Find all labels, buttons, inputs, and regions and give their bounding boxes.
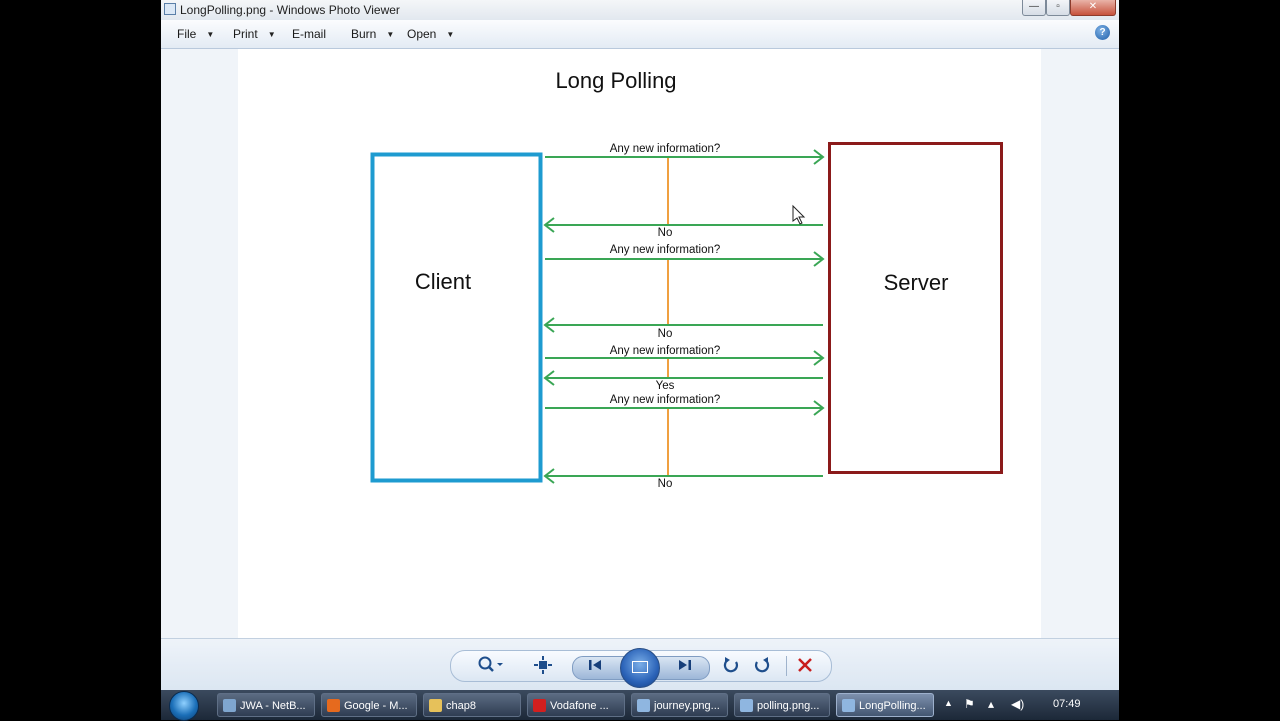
magnifier-icon [478,656,503,672]
chevron-down-icon: ▼ [206,30,215,39]
taskbar-app-icon [429,699,442,712]
minimize-button[interactable]: — [1022,0,1046,16]
response-arrowhead-icon [543,217,555,233]
diagram-title: Long Polling [555,68,676,93]
taskbar-app-icon [327,699,340,712]
long-polling-diagram: Long Polling Client Server Any new infor… [370,68,1003,490]
request-arrowhead-icon [813,350,825,366]
viewer-toolbar [161,638,1119,690]
menu-file[interactable]: File ▼ [177,27,214,41]
rotate-clockwise-button[interactable] [753,655,771,675]
taskbar-button[interactable]: LongPolling... [836,693,934,717]
taskbar-button[interactable]: JWA - NetB... [217,693,315,717]
response-label: No [658,478,673,490]
tray-expand-icon[interactable]: ▲ [944,698,953,708]
response-arrowhead-icon [543,370,555,386]
volume-icon[interactable]: ◀) [1011,697,1025,711]
server-box [828,142,1003,474]
menu-burn-label: Burn [351,27,377,41]
menu-open-label: Open [407,27,437,41]
response-arrowhead-icon [543,317,555,333]
menu-print-label: Print [233,27,258,41]
menu-bar: File ▼ Print ▼ E-mail Burn ▼ Open ▼ ? [161,20,1119,49]
delete-button[interactable] [795,655,815,675]
help-icon[interactable]: ? [1095,25,1110,40]
taskbar-app-icon [223,699,236,712]
taskbar-app-icon [637,699,650,712]
request-label: Any new information? [610,394,721,406]
window-title: LongPolling.png - Windows Photo Viewer [180,3,400,17]
server-label: Server [884,270,949,295]
taskbar-app-icon [533,699,546,712]
menu-email[interactable]: E-mail [292,27,326,41]
actual-size-icon [534,656,552,674]
menu-print[interactable]: Print ▼ [233,27,276,41]
taskbar-button-label: Google - M... [344,700,408,712]
zoom-button[interactable] [477,655,505,675]
taskbar-button[interactable]: Google - M... [321,693,417,717]
request-label: Any new information? [610,345,721,357]
slideshow-button[interactable] [620,648,660,688]
rotate-counterclockwise-icon [723,657,739,673]
close-button[interactable]: ✕ [1070,0,1116,16]
chevron-down-icon: ▼ [446,30,455,39]
taskbar-app-icon [842,699,855,712]
network-icon[interactable]: ▴ [988,697,995,711]
request-label: Any new information? [610,143,721,155]
request-arrowhead-icon [813,251,825,267]
response-arrowhead-icon [543,468,555,484]
system-clock[interactable]: 07:49 [1053,698,1081,710]
menu-burn[interactable]: Burn ▼ [351,27,394,41]
next-icon [679,660,691,670]
photo-viewer-app-icon [164,3,176,15]
taskbar-button[interactable]: chap8 [423,693,521,717]
response-label: Yes [656,380,675,392]
toolbar-separator [786,656,787,676]
next-button[interactable] [675,655,695,675]
rotate-counterclockwise-button[interactable] [722,655,740,675]
image-viewport[interactable]: Long Polling Client Server Any new infor… [161,49,1119,638]
windows-taskbar: JWA - NetB... Google - M... chap8 Vodafone … [161,690,1119,721]
client-box [370,152,543,483]
taskbar-button[interactable]: Vodafone ... [527,693,625,717]
photo-viewer-window: LongPolling.png - Windows Photo Viewer —… [161,0,1119,690]
taskbar-app-icon [740,699,753,712]
taskbar-button-label: polling.png... [757,700,820,712]
response-label: No [658,227,673,239]
action-center-flag-icon[interactable]: ⚑ [964,697,975,711]
menu-email-label: E-mail [292,27,327,41]
taskbar-button-label: journey.png... [654,700,720,712]
response-label: No [658,328,673,340]
chevron-down-icon: ▼ [386,30,395,39]
taskbar-button[interactable]: polling.png... [734,693,830,717]
menu-file-label: File [177,27,197,41]
request-arrowhead-icon [813,400,825,416]
start-button[interactable] [169,691,199,721]
menu-open[interactable]: Open ▼ [407,27,454,41]
previous-button[interactable] [585,655,605,675]
previous-icon [589,660,601,670]
slideshow-icon [632,661,648,673]
title-bar[interactable]: LongPolling.png - Windows Photo Viewer —… [161,0,1119,20]
viewport-margin-left [161,49,238,638]
taskbar-button-label: LongPolling... [859,700,926,712]
actual-size-button[interactable] [533,655,553,675]
request-label: Any new information? [610,244,721,256]
taskbar-button[interactable]: journey.png... [631,693,728,717]
viewport-margin-right [1041,49,1119,638]
delete-icon [798,658,812,672]
client-label: Client [415,269,471,294]
rotate-clockwise-icon [754,657,770,673]
taskbar-button-label: JWA - NetB... [240,700,306,712]
chevron-down-icon: ▼ [267,30,276,39]
maximize-button[interactable]: ▫ [1046,0,1070,16]
mouse-cursor-icon [792,204,806,225]
taskbar-button-label: chap8 [446,700,476,712]
taskbar-button-label: Vodafone ... [550,700,609,712]
request-arrowhead-icon [813,149,825,165]
